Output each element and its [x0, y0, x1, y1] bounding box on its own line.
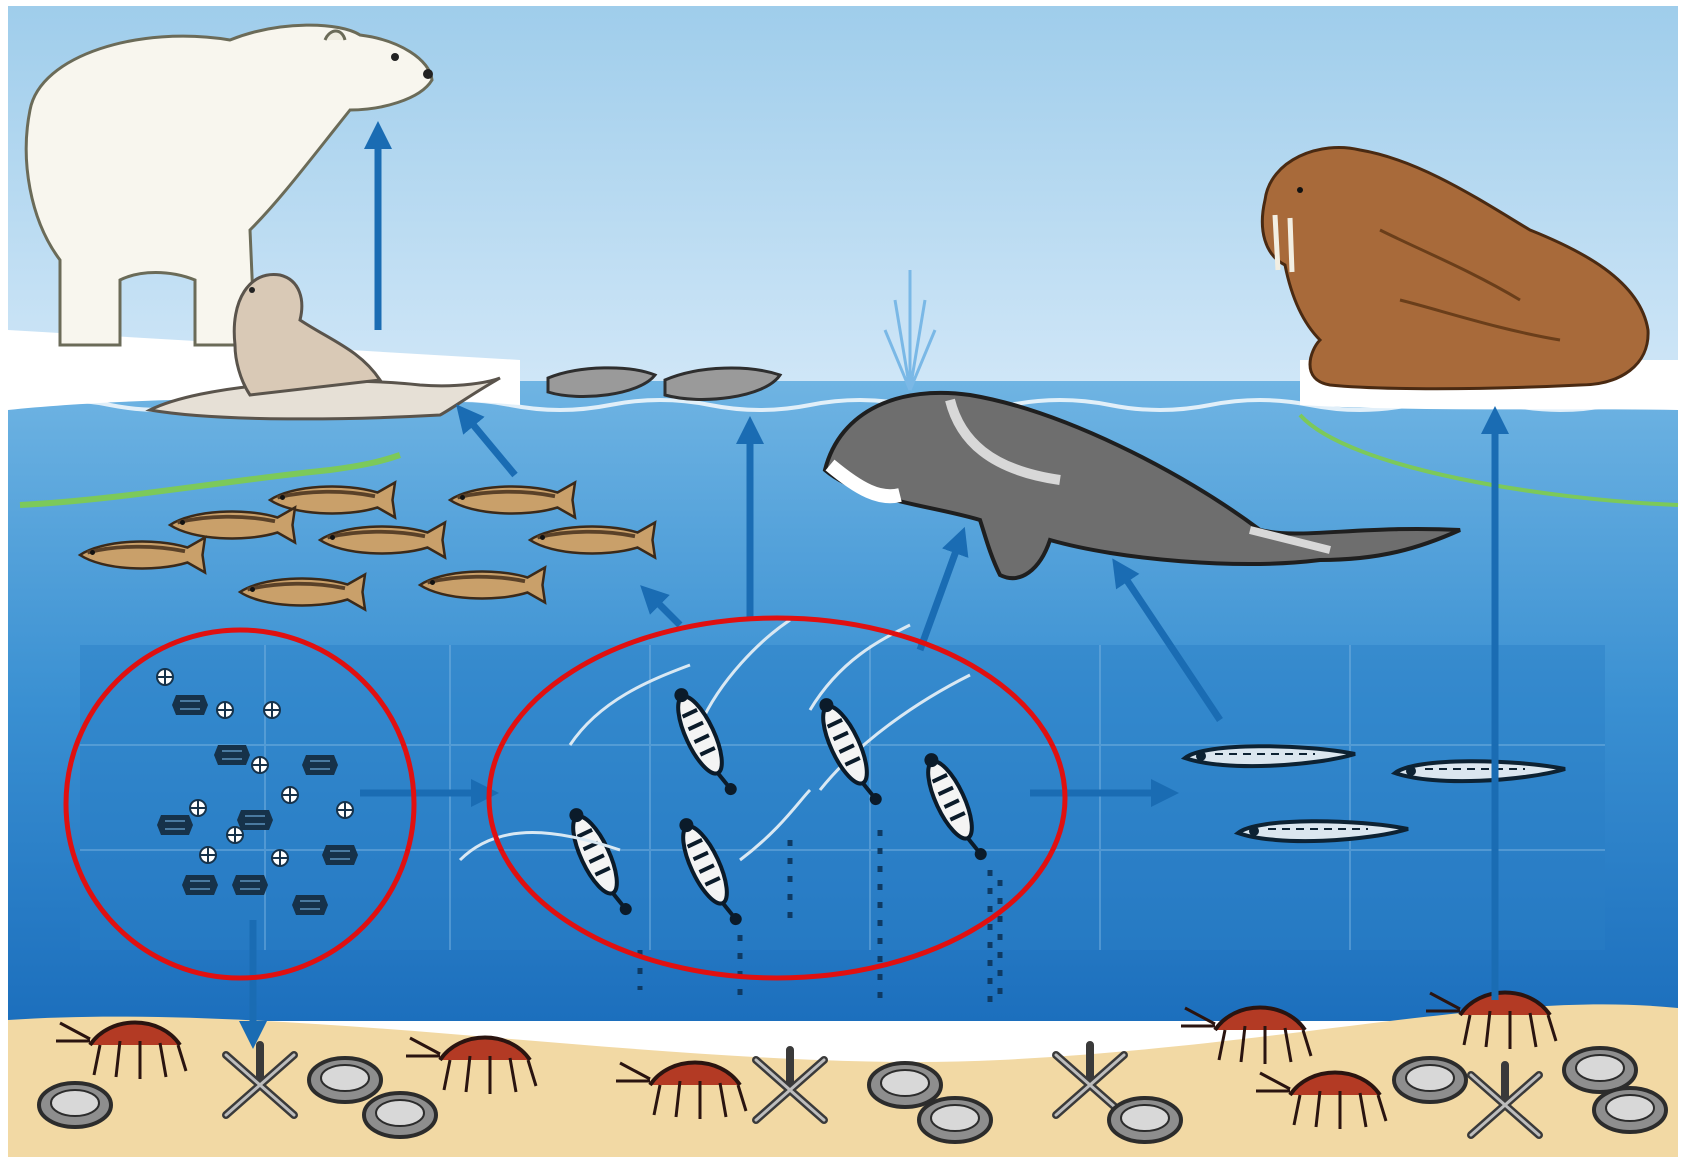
arctic-food-web-diagram	[0, 0, 1684, 1157]
